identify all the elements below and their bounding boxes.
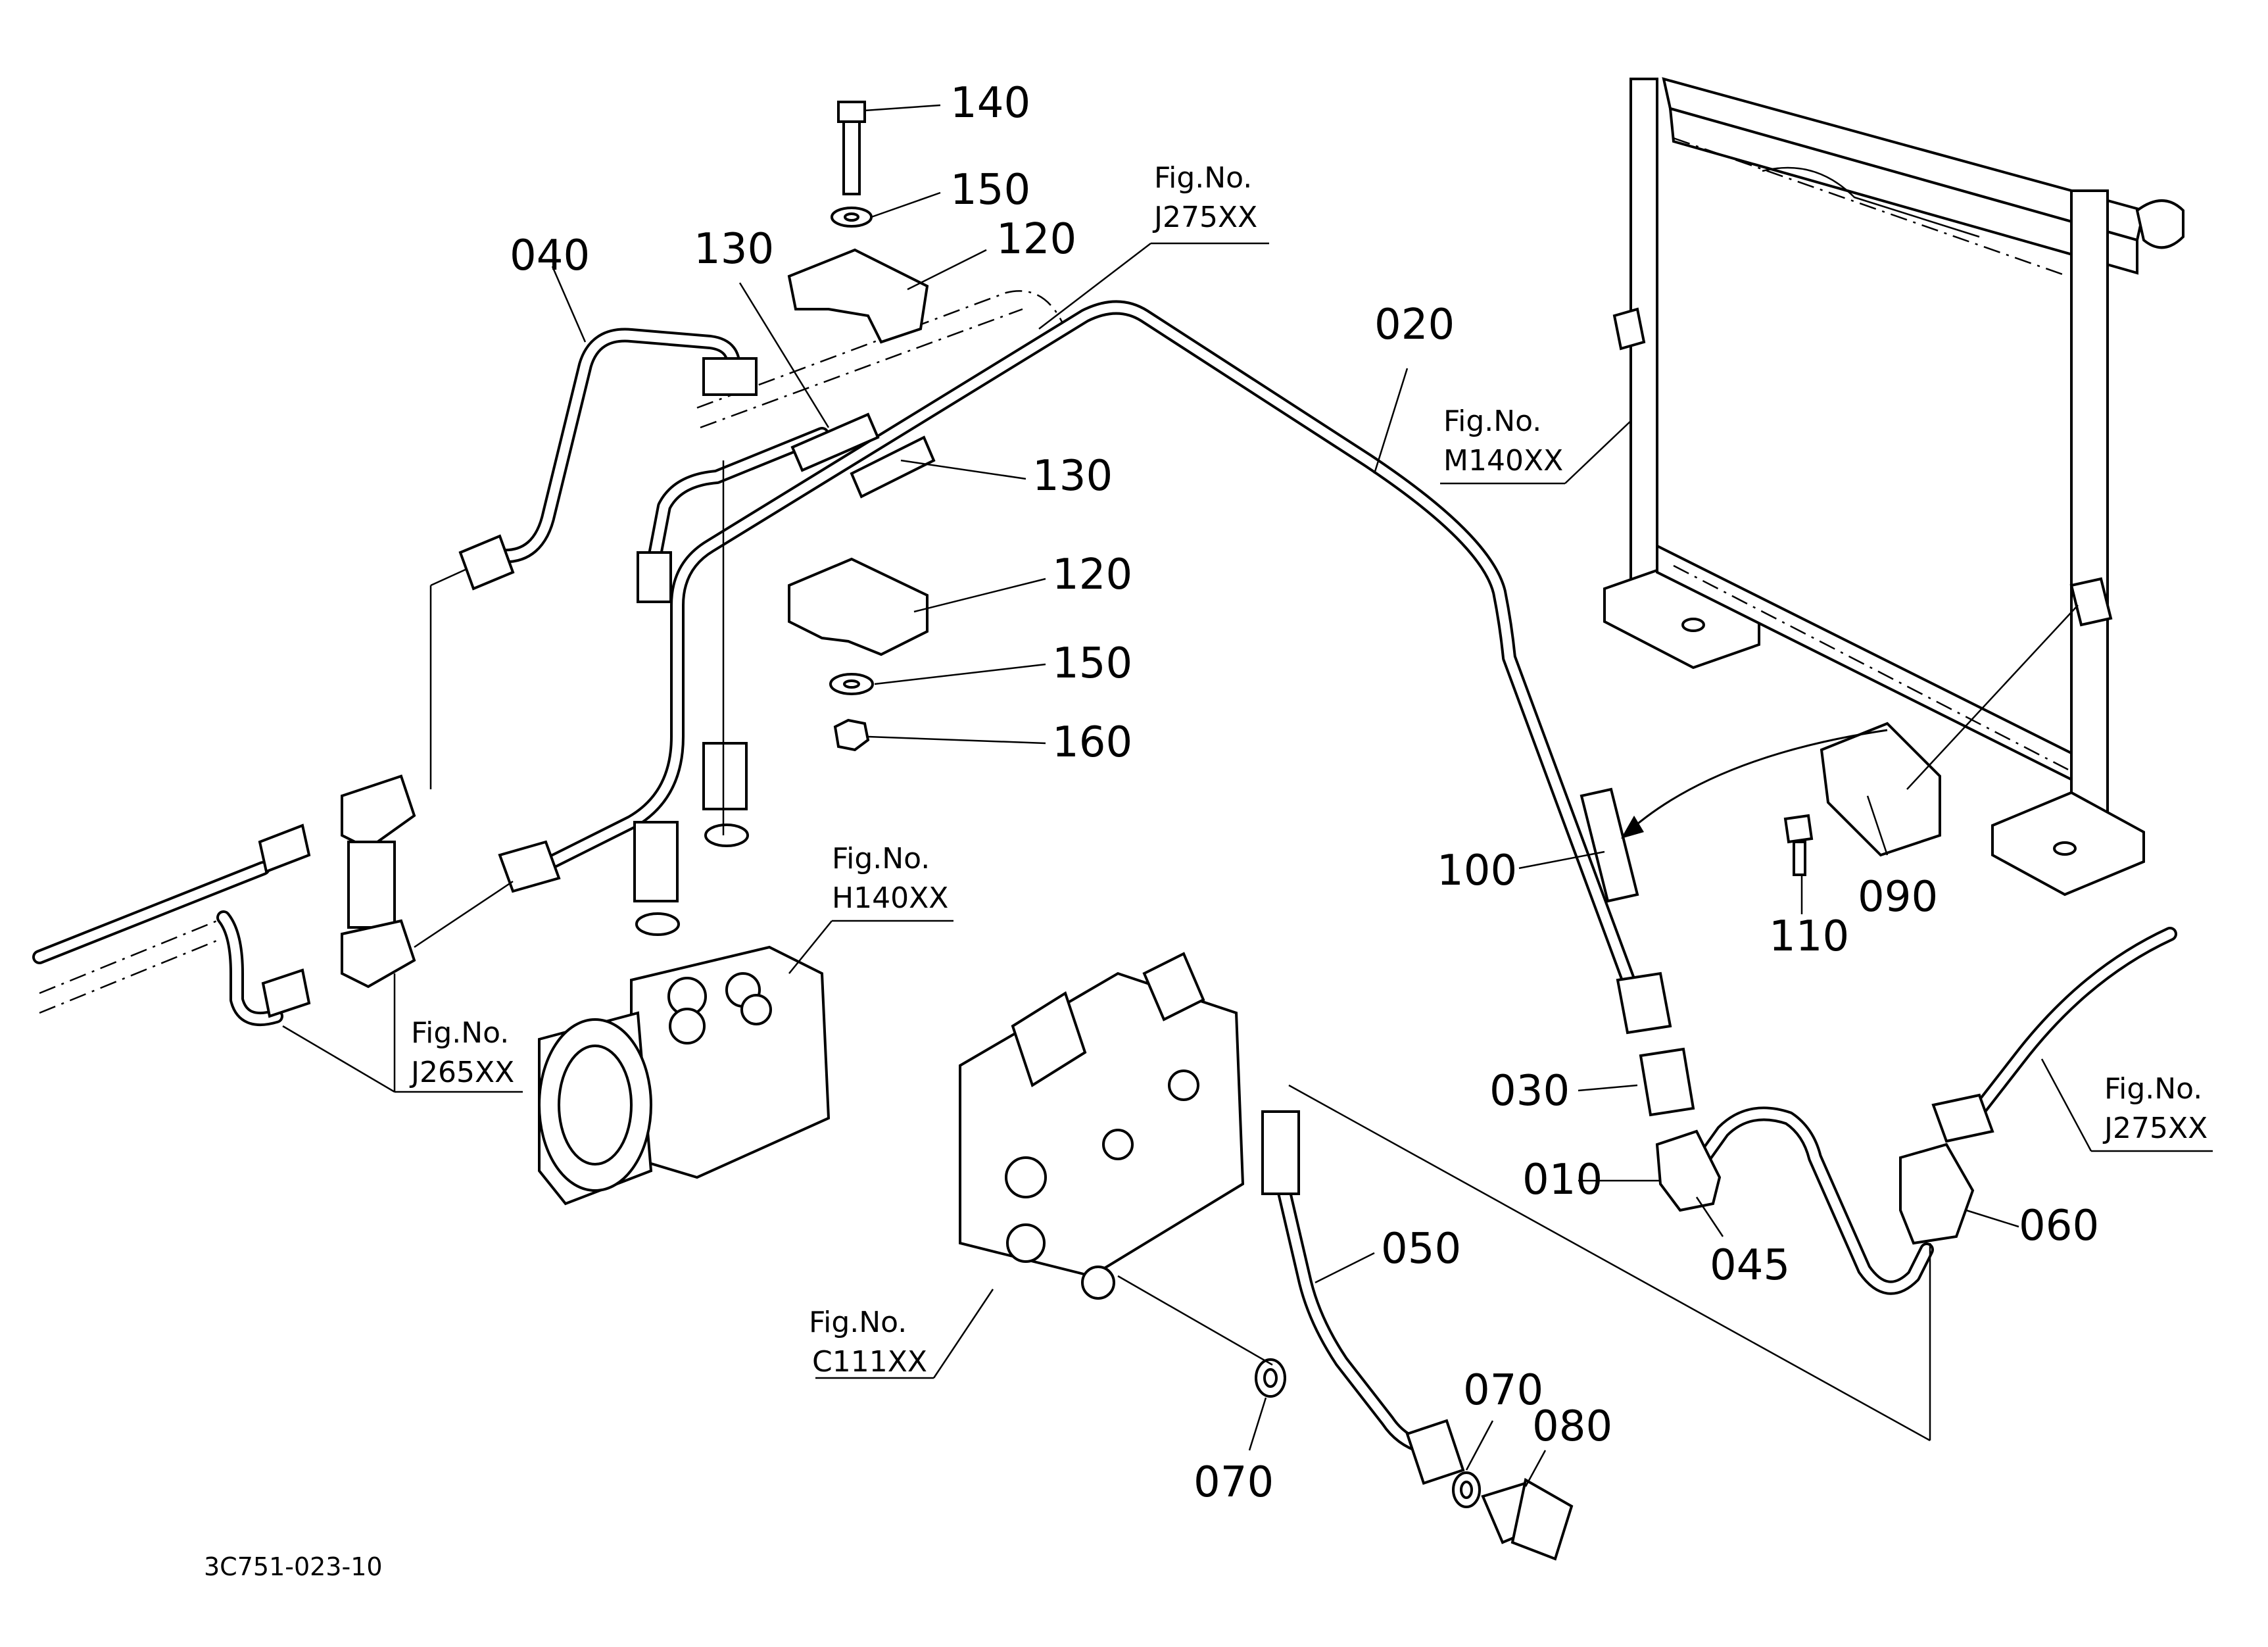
radiator-frame bbox=[1603, 77, 2184, 897]
callout-100: 100 bbox=[1437, 847, 1517, 895]
pipe-045 bbox=[1683, 927, 2177, 1295]
callout-110: 110 bbox=[1769, 912, 1849, 961]
callout-120-bottom: 120 bbox=[1052, 551, 1132, 599]
pump-h140 bbox=[538, 945, 831, 1206]
valve-c111 bbox=[959, 952, 1245, 1300]
leader-lines bbox=[282, 104, 2213, 1487]
callout-030: 030 bbox=[1489, 1067, 1570, 1116]
dashed-lines bbox=[39, 290, 1067, 1014]
callout-080: 080 bbox=[1532, 1402, 1612, 1451]
fig-ref-label-j275-right: Fig.No. bbox=[2104, 1072, 2202, 1106]
fig-ref-code-j275-top: J275XX bbox=[1152, 201, 1257, 234]
fittings bbox=[258, 101, 1994, 1561]
callout-numbers: 140 150 120 130 040 130 120 150 160 020 … bbox=[510, 79, 2099, 1507]
fig-ref-code-h140: H140XX bbox=[832, 881, 948, 915]
fig-ref-code-j265: J265XX bbox=[409, 1056, 514, 1089]
fig-ref-label-m140: Fig.No. bbox=[1443, 405, 1541, 438]
fig-ref-label-h140: Fig.No. bbox=[832, 842, 930, 875]
fig-ref-label-j275-top: Fig.No. bbox=[1154, 161, 1252, 195]
callout-010: 010 bbox=[1522, 1156, 1603, 1204]
callout-070-left: 070 bbox=[1194, 1458, 1274, 1507]
fig-ref-code-m140: M140XX bbox=[1443, 444, 1563, 478]
callout-130-top: 130 bbox=[694, 225, 774, 274]
callout-140: 140 bbox=[950, 79, 1030, 128]
callout-150-top: 150 bbox=[950, 166, 1030, 214]
fig-ref-label-j265: Fig.No. bbox=[411, 1016, 509, 1050]
pipe-050 bbox=[1275, 1177, 1431, 1454]
callout-090: 090 bbox=[1858, 873, 1938, 922]
callout-130-right: 130 bbox=[1032, 452, 1113, 501]
callout-040: 040 bbox=[510, 232, 590, 280]
callout-020: 020 bbox=[1374, 301, 1455, 349]
callout-045: 045 bbox=[1710, 1241, 1790, 1290]
pipe-040 bbox=[493, 328, 741, 564]
drawing-code: 3C751-023-10 bbox=[204, 1552, 383, 1581]
pipe-side bbox=[32, 427, 829, 1027]
callout-120-top: 120 bbox=[996, 215, 1076, 264]
callout-150-bottom: 150 bbox=[1052, 639, 1132, 688]
figure-references: Fig.No. J275XX Fig.No. M140XX Fig.No. H1… bbox=[409, 161, 2208, 1379]
callout-050: 050 bbox=[1381, 1225, 1461, 1273]
fig-ref-code-c111: C111XX bbox=[812, 1345, 927, 1379]
fig-ref-code-j275-right: J275XX bbox=[2102, 1112, 2208, 1145]
fig-ref-label-c111: Fig.No. bbox=[809, 1306, 907, 1339]
callout-070-right: 070 bbox=[1463, 1366, 1543, 1415]
callout-160: 160 bbox=[1052, 718, 1132, 767]
callout-060: 060 bbox=[2019, 1202, 2099, 1250]
pipe-020 bbox=[532, 300, 1638, 994]
